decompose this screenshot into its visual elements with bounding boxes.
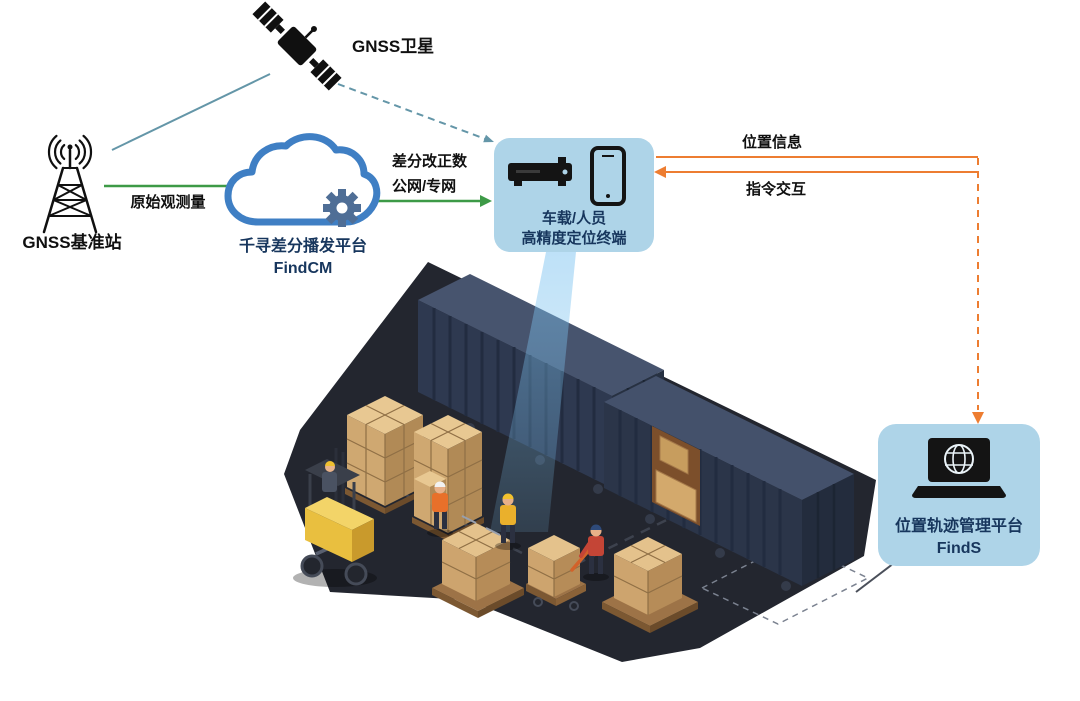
cloud-product-label: FindCM: [274, 260, 333, 277]
receiver-icon: [508, 157, 572, 186]
forklift: [293, 448, 377, 587]
raw-observation-label: 原始观测量: [130, 193, 205, 211]
gear-icon: [323, 189, 361, 227]
terminal-label-line2: 高精度定位终端: [521, 229, 626, 247]
command-label: 指令交互: [746, 180, 806, 198]
arrow-raw-observation: [104, 180, 242, 192]
smartphone-icon: [590, 146, 626, 206]
base-station-label: GNSS基准站: [22, 232, 121, 252]
base-station-icon: [42, 134, 98, 234]
worker-2: [495, 493, 521, 550]
satellite-icon: [252, 1, 342, 91]
positioning-beam: [490, 252, 576, 532]
link-satellite-terminal: [337, 83, 494, 143]
finds-product-label: FindS: [937, 540, 982, 557]
warehouse-scene: [284, 252, 876, 662]
arrow-command: [654, 166, 978, 178]
network-label: 公网/专网: [392, 177, 456, 195]
walkway-dashes: [461, 515, 501, 536]
correction-label: 差分改正数: [392, 152, 468, 170]
box-stack-a: [345, 396, 425, 514]
cloud-icon: [224, 133, 381, 227]
finds-name-label: 位置轨迹管理平台: [895, 516, 1023, 535]
worker-1: [427, 481, 453, 537]
terminal-panel: [494, 138, 654, 252]
globe-icon: [944, 444, 974, 474]
link-satellite-base: [111, 73, 271, 151]
pallet-load-d: [602, 537, 698, 633]
cloud-name-label: 千寻差分播发平台: [239, 236, 367, 255]
finds-callout-line: [855, 559, 899, 593]
container-2: [604, 376, 854, 591]
worker-3: [579, 524, 609, 581]
arrow-correction: [366, 195, 492, 207]
satellite-label: GNSS卫星: [352, 37, 434, 56]
terminal-label-line1: 车载/人员: [542, 209, 606, 227]
finds-panel: [878, 424, 1040, 566]
pallet-jack: [526, 535, 592, 611]
position-info-label: 位置信息: [742, 133, 802, 151]
laptop-icon: [912, 438, 1006, 498]
link-dashed-to-finds: [972, 158, 984, 424]
